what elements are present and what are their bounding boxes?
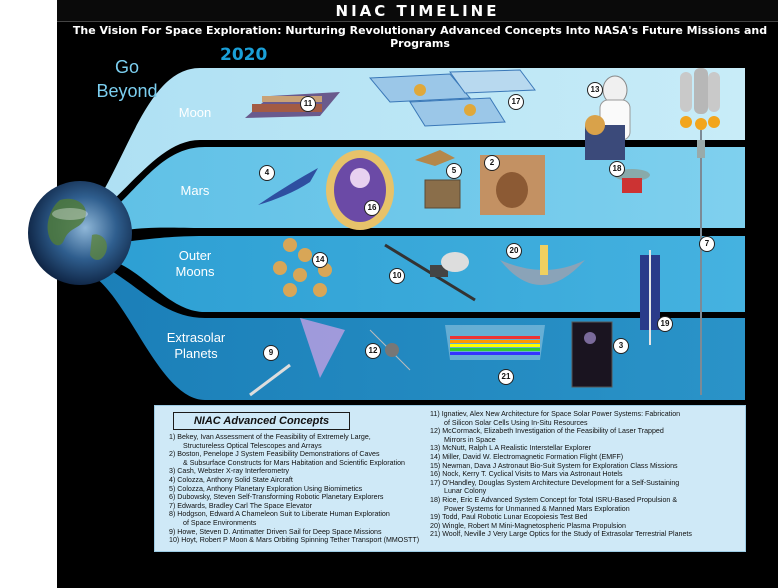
legend-title: NIAC Advanced Concepts — [173, 412, 350, 430]
legend-entry: of Silicon Solar Cells Using In-Situ Res… — [444, 418, 588, 427]
concept-marker: 10 — [389, 268, 405, 284]
concept-marker: 4 — [259, 165, 275, 181]
antimatter-sail — [249, 318, 345, 397]
legend-entry: 2) Boston, Penelope J System Feasibility… — [169, 450, 380, 459]
legend-entry: 15) Newman, Dava J Astronaut Bio-Suit Sy… — [430, 461, 678, 470]
legend-entry: 3) Cash, Webster X-ray Interferometry — [169, 467, 290, 476]
tether-spacecraft — [384, 243, 476, 302]
year-2020: 2020 — [220, 45, 268, 65]
legend-entry: Mirrors in Space — [444, 435, 496, 444]
concept-marker: 17 — [508, 94, 524, 110]
concept-marker: 9 — [263, 345, 279, 361]
legend-left-column: 1) Bekey, Ivan Assessment of the Feasibi… — [169, 433, 419, 545]
concept-marker: 19 — [657, 316, 673, 332]
legend-entry: 16) Nock, Kerry T. Cyclical Visits to Ma… — [430, 470, 623, 479]
go-beyond-label: Go Beyond — [96, 57, 158, 101]
legend-entry: Power Systems for Unmanned & Manned Mars… — [444, 504, 630, 513]
legend-entry: 9) Howe, Steven D. Antimatter Driven Sai… — [169, 527, 382, 536]
legend-entry: 7) Edwards, Bradley Carl The Space Eleva… — [169, 501, 312, 510]
title-bar — [57, 0, 778, 22]
legend-entry: 13) McNutt, Ralph L A Realistic Interste… — [430, 444, 591, 453]
legend-entry: 12) McCormack, Elizabeth Investigation o… — [430, 427, 664, 436]
concept-marker: 3 — [613, 338, 629, 354]
magnetospheric-sail — [500, 245, 585, 285]
legend-entry: 14) Miller, David W. Electromagnetic For… — [430, 452, 624, 461]
legend-entry: 18) Rice, Eric E Advanced System Concept… — [430, 495, 678, 504]
outer-moons-lane — [100, 236, 745, 312]
concept-marker: 7 — [699, 236, 715, 252]
poster-title: NIAC TIMELINE — [335, 2, 500, 20]
concepts-legend: NIAC Advanced Concepts 1) Bekey, Ivan As… — [154, 405, 746, 552]
concept-marker: 12 — [365, 343, 381, 359]
laser-trapped-mirror — [445, 325, 545, 360]
legend-entry: 1) Bekey, Ivan Assessment of the Feasibi… — [169, 433, 371, 441]
lunar-colony-panels — [368, 69, 536, 127]
concept-marker: 2 — [484, 155, 500, 171]
legend-entry: 10) Hoyt, Robert P Moon & Mars Orbiting … — [169, 536, 420, 545]
xray-interferometry-image — [571, 321, 613, 388]
interstellar-explorer — [369, 329, 411, 371]
legend-entry: Structureless Optical Telescopes and Arr… — [183, 441, 322, 450]
lane-label-outer-moons: Outer Moons — [175, 248, 215, 279]
lane-label-moon: Moon — [178, 105, 212, 120]
concept-marker: 14 — [312, 252, 328, 268]
lane-label-extrasolar-planets: Extrasolar Planets — [166, 330, 226, 361]
robotic-explorer — [424, 179, 461, 209]
solid-state-aircraft — [258, 168, 318, 205]
legend-entry: 20) Wingle, Robert M Mini-Magnetospheric… — [430, 521, 626, 530]
legend-entry: 6) Dubowsky, Steven Self-Transforming Ro… — [169, 493, 384, 502]
concept-marker: 13 — [587, 82, 603, 98]
astronaut-bio-suit — [585, 75, 631, 160]
concept-marker: 11 — [300, 96, 316, 112]
poster-subtitle: The Vision For Space Exploration: Nurtur… — [72, 24, 768, 50]
solar-crawler-illustration — [245, 92, 340, 118]
legend-entry: 11) Ignatiev, Alex New Architecture for … — [430, 410, 681, 418]
legend-entry: 17) O'Handley, Douglas System Architectu… — [430, 478, 680, 487]
biomimetic-flyer — [415, 150, 455, 166]
legend-entry: 19) Todd, Paul Robotic Lunar Ecopoiesis … — [430, 513, 588, 522]
lane-label-mars: Mars — [180, 183, 210, 198]
legend-entry: 21) Woolf, Neville J Very Large Optics f… — [430, 530, 692, 539]
legend-entry: 4) Colozza, Anthony Solid State Aircraft — [169, 475, 293, 484]
earth-globe — [28, 181, 132, 285]
legend-entry: 8) Hodgson, Edward A Chameleon Suit to L… — [169, 510, 390, 519]
concept-marker: 20 — [506, 243, 522, 259]
concept-marker: 21 — [498, 369, 514, 385]
concept-marker: 16 — [364, 200, 380, 216]
legend-right-column: 11) Ignatiev, Alex New Architecture for … — [430, 410, 692, 539]
legend-entry: Lunar Colony — [444, 487, 487, 496]
astronaut-hotel — [326, 150, 394, 230]
legend-entry: & Subsurface Constructs for Mars Habitat… — [183, 458, 405, 467]
concept-marker: 18 — [609, 161, 625, 177]
concept-marker: 5 — [446, 163, 462, 179]
space-elevator — [680, 68, 720, 395]
rotating-tether — [640, 250, 660, 345]
legend-entry: of Space Environments — [183, 518, 257, 527]
legend-entry: 5) Colozza, Anthony Planetary Exploratio… — [169, 484, 363, 493]
